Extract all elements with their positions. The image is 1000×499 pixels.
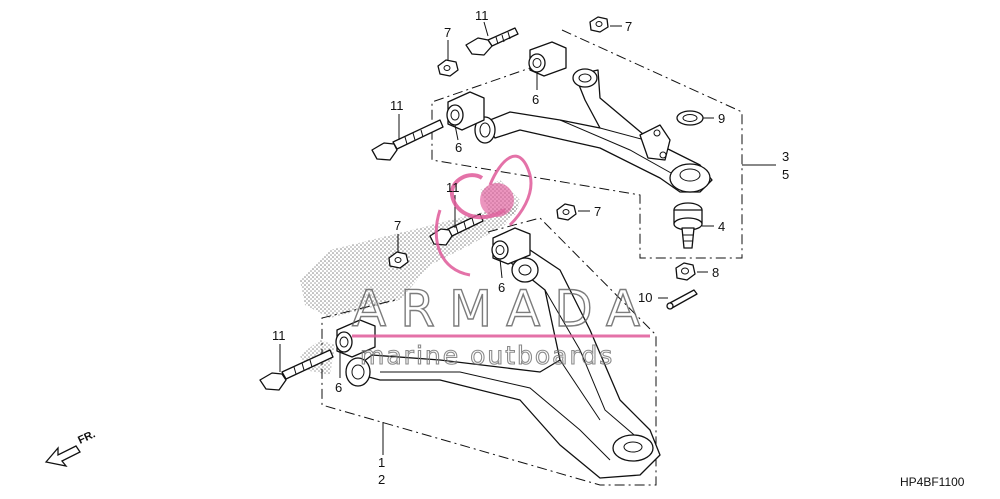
callout-11-mid: 11 [446,180,460,195]
watermark-tagline: marine outboards [360,341,614,370]
ball-joint-4 [673,202,703,249]
callout-4: 4 [718,219,725,234]
callout-11-top: 11 [475,8,489,23]
callout-7-mid-left: 7 [394,218,401,233]
callout-8: 8 [712,265,719,280]
callout-11-upper-left: 11 [390,98,404,113]
nut-7-top-left [437,59,459,77]
watermark-logo [434,154,533,277]
upper-arm-assembly [371,16,743,259]
nut-7-mid-left [388,251,409,269]
callout-labels: 7 11 7 6 11 6 9 3 5 4 11 7 7 6 8 10 11 6… [272,8,789,487]
callout-6-lower: 6 [335,380,342,395]
callout-5: 5 [782,167,789,182]
callout-10: 10 [638,290,652,305]
upper-arm-body [484,69,713,193]
callout-3: 3 [782,149,789,164]
callout-2: 2 [378,472,385,487]
front-direction-arrow: FR. [44,428,97,467]
nut-7-mid-right [556,203,577,221]
bolt-11-upper-left [371,119,444,161]
callout-6-mid: 6 [498,280,505,295]
nut-7-top-right [589,16,609,33]
lower-arm-assembly [259,203,698,486]
fr-label: FR. [76,428,97,446]
callout-6-top-right: 6 [532,92,539,107]
callout-11-lower: 11 [272,328,286,343]
diagram-code: HP4BF1100 [900,475,965,489]
upper-group-outline [431,29,743,259]
watermark: ARMADA marine outboards [351,154,654,371]
lower-group-outline [321,217,657,486]
washer-9 [676,110,704,126]
callout-7-top-right: 7 [625,19,632,34]
bolt-11-top [465,27,519,56]
castle-nut-8 [675,262,696,281]
bolt-11-lower [259,349,334,391]
watermark-brand: ARMADA [352,280,654,338]
lower-arm-body [349,249,661,479]
callout-9: 9 [718,111,725,126]
cotter-pin-10 [666,289,698,310]
callout-7-mid-right: 7 [594,204,601,219]
callout-1: 1 [378,455,385,470]
callout-6-upper-left: 6 [455,140,462,155]
callout-7-top-left: 7 [444,25,451,40]
